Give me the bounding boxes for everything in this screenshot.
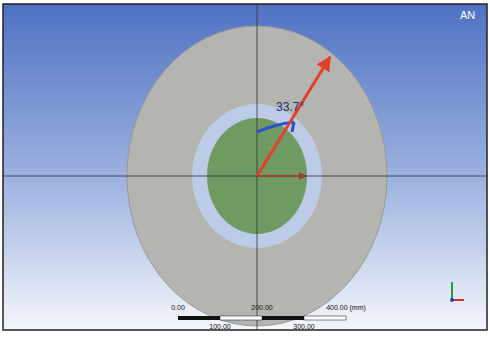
scale-label: 400.00 (mm) [326,304,366,311]
x-arrow [257,175,306,177]
scale-label: 200.00 [251,304,272,311]
axis-triad [450,282,464,302]
angle-label: 33.7° [276,101,304,113]
horizontal-axis [3,176,487,177]
viewport [3,4,487,330]
scale-bar [178,316,346,320]
scale-label: 0.00 [171,304,185,311]
watermark: AN [460,10,475,21]
direction-arrow [257,57,330,176]
scale-label: 300.00 [293,323,314,330]
vertical-axis [257,4,258,330]
scale-label: 100.00 [209,323,230,330]
angle-arc-end [292,122,294,132]
